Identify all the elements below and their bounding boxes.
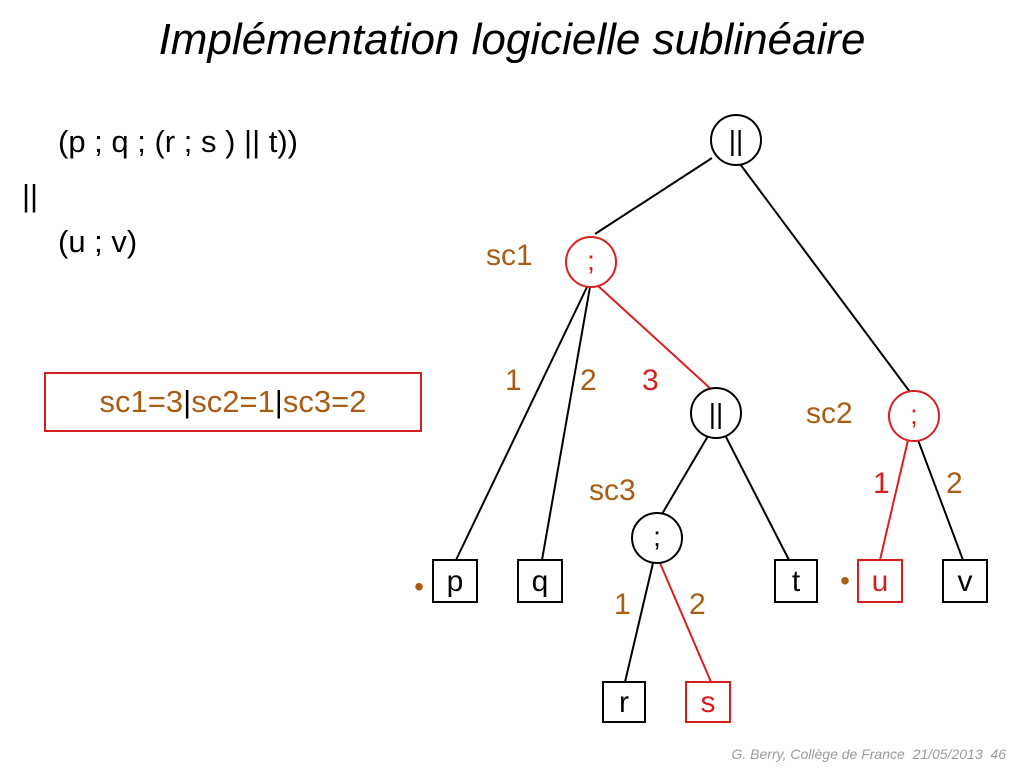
node-seq2-active — [888, 390, 940, 442]
leaf-p-box — [432, 559, 478, 603]
footer-author: G. Berry, Collège de France — [731, 746, 905, 762]
node-seq3 — [631, 512, 683, 564]
leaf-t-box — [774, 559, 818, 603]
edge-seq2-u-active — [879, 439, 909, 561]
node-seq3-label: ; — [653, 521, 661, 552]
leaf-q-label: q — [532, 565, 549, 598]
node-seq1-active — [565, 236, 617, 288]
leaf-u-box-active — [857, 559, 903, 603]
leaf-r-label: r — [619, 686, 629, 719]
node-root-label: || — [729, 125, 744, 156]
status-separator: | — [183, 384, 192, 419]
branch-seq3-1: 1 — [614, 588, 631, 621]
expression-parallel-operator: || — [22, 178, 39, 213]
edge-par2-t — [724, 434, 790, 561]
counter-status-box: sc1=3|sc2=1|sc3=2 — [44, 372, 422, 432]
leaf-v-box — [942, 559, 988, 603]
branch-seq1-2: 2 — [580, 364, 597, 397]
edge-par2-seq3 — [661, 435, 709, 515]
edge-seq1-q — [541, 286, 591, 561]
edge-root-seq1 — [594, 157, 713, 235]
status-sc2: sc2=1 — [191, 384, 275, 419]
leaf-s-label: s — [701, 686, 716, 719]
leaf-q-box — [517, 559, 563, 603]
branch-seq3-2: 2 — [689, 588, 706, 621]
counter-label-sc1: sc1 — [486, 239, 533, 272]
leaf-v-label: v — [958, 565, 973, 598]
node-root-parallel — [710, 114, 762, 166]
edge-seq2-v — [917, 439, 964, 561]
slide-title: Implémentation logicielle sublinéaire — [158, 15, 866, 64]
status-separator: | — [274, 384, 283, 419]
node-par2-label: || — [709, 398, 724, 429]
counter-label-sc3: sc3 — [589, 474, 636, 507]
edge-seq1-par2-active — [596, 284, 713, 391]
slide-footer: G. Berry, Collège de France 21/05/2013 4… — [732, 746, 1006, 762]
leaf-t-label: t — [792, 565, 801, 598]
leaf-r-box — [602, 681, 646, 723]
edge-seq3-s-active — [659, 562, 712, 683]
expression-line-1: (p ; q ; (r ; s ) || t)) — [58, 124, 298, 159]
footer-page-number: 46 — [990, 746, 1006, 762]
leaf-u-label: u — [872, 565, 889, 598]
branch-seq2-1-active: 1 — [873, 467, 890, 500]
marker-p-bullet: • — [414, 571, 424, 602]
footer-date: 21/05/2013 — [912, 746, 983, 762]
edge-root-seq2 — [739, 163, 911, 393]
edge-seq3-r — [624, 562, 654, 683]
status-sc1: sc1=3 — [99, 384, 184, 419]
node-seq2-label: ; — [910, 399, 918, 430]
edge-seq1-p — [455, 286, 588, 561]
leaf-p-label: p — [447, 565, 464, 598]
node-seq1-label: ; — [587, 245, 595, 276]
counter-label-sc2: sc2 — [806, 397, 853, 430]
leaf-s-box-active — [685, 681, 731, 723]
branch-seq2-2: 2 — [946, 467, 963, 500]
status-sc3: sc3=2 — [282, 384, 367, 419]
branch-seq1-3-active: 3 — [642, 364, 659, 397]
marker-u-bullet: • — [840, 565, 850, 596]
branch-seq1-1: 1 — [505, 364, 522, 397]
node-par2 — [690, 387, 742, 439]
expression-line-3: (u ; v) — [58, 224, 138, 259]
